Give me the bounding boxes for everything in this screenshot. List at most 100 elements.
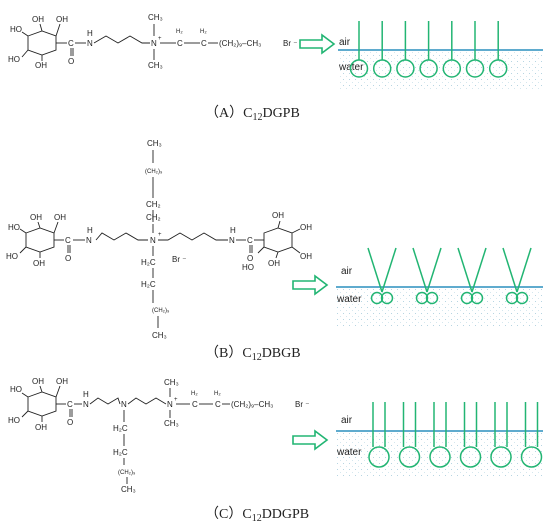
carbon-label: C <box>177 39 183 48</box>
arrow-shape <box>292 429 329 451</box>
panel-c: HO OH OH HO OH C O H N N N + CH₃ CH₃ <box>8 377 543 524</box>
surfactant-molecule <box>396 21 415 78</box>
amide-h-label: H <box>230 226 236 235</box>
water-label: water <box>336 294 362 305</box>
hydroxyl-label: HO <box>10 385 22 394</box>
positive-charge-label: + <box>158 36 162 42</box>
arrow-shape <box>299 33 336 55</box>
head <box>349 59 369 78</box>
head <box>465 59 485 78</box>
amide-nitrogen-label: N <box>86 236 92 245</box>
head <box>459 446 482 468</box>
surfactant-layer <box>368 402 543 468</box>
alkyl-chain-label: (CH₂)₉ <box>152 308 170 314</box>
hydroxyl-label: HO <box>6 252 18 261</box>
panel-caption: （C）C12DDGPB <box>205 506 309 524</box>
hydroxyl-label: HO <box>10 25 22 34</box>
hydroxyl-label: OH <box>35 61 47 70</box>
head <box>396 59 415 78</box>
head <box>370 291 384 305</box>
head <box>442 59 462 78</box>
hydroxyl-label: OH <box>32 377 44 386</box>
water-label: water <box>336 447 362 458</box>
panel-b: CH₃ (CH₂)₉ CH₂ CH₂ N + N H C O <box>6 139 543 363</box>
right-arrow-icon <box>292 274 329 296</box>
methylene-label: H₂C <box>113 448 128 457</box>
surfactant-molecule <box>349 21 369 78</box>
surfactant-molecule <box>368 402 390 468</box>
amide-nitrogen-label: N <box>229 236 235 245</box>
h2-label: H₂ <box>200 29 207 35</box>
hydroxyl-label: OH <box>32 15 44 24</box>
head <box>488 59 508 78</box>
surfactant-molecule <box>502 247 532 305</box>
amide-h-label: H <box>87 226 93 235</box>
methyl-label: CH₃ <box>164 378 179 387</box>
methylene-label: CH₂ <box>146 200 161 209</box>
tail <box>412 247 428 293</box>
positive-charge-label: + <box>174 397 178 403</box>
hydroxyl-label: OH <box>35 423 47 432</box>
air-label: air <box>341 415 353 426</box>
right-arrow-icon <box>292 429 329 451</box>
methyl-label: CH₃ <box>152 331 167 340</box>
structure-b: CH₃ (CH₂)₉ CH₂ CH₂ N + N H C O <box>6 139 312 340</box>
air-label: air <box>339 37 351 48</box>
surfactant-layer <box>349 21 508 78</box>
tail <box>367 247 383 293</box>
surfactant-molecule <box>429 402 451 468</box>
head <box>515 291 529 305</box>
methyl-label: CH₃ <box>148 13 163 22</box>
tail <box>516 247 532 293</box>
surfactant-molecule <box>372 21 392 78</box>
hydroxyl-label: HO <box>242 263 254 272</box>
oxygen-label: O <box>247 254 253 263</box>
carbonyl-carbon-label: C <box>68 39 74 48</box>
hydroxyl-label: OH <box>33 259 45 268</box>
interface-b: air water <box>336 247 543 327</box>
methyl-label: CH₃ <box>164 419 179 428</box>
head <box>368 446 390 468</box>
tail <box>471 247 487 293</box>
alkyl-tail-label: (CH₂)₉–CH₃ <box>231 400 273 409</box>
interface-c: air water <box>336 402 543 476</box>
hydroxyl-label: OH <box>272 211 284 220</box>
panel-caption: （A）C12DGPB <box>205 105 300 123</box>
tail <box>502 247 518 293</box>
methyl-label: CH₃ <box>147 139 162 148</box>
surfactant-molecule <box>398 402 421 468</box>
structure-a: HO OH OH HO OH C O H N N + CH₃ CH₃ H₂ <box>8 13 297 70</box>
carbonyl-carbon-label: C <box>67 400 73 409</box>
head <box>460 291 474 305</box>
counterion-label: Br ⁻ <box>172 255 186 264</box>
head <box>429 446 451 468</box>
carbon-label: C <box>201 39 207 48</box>
methylene-label: H₂C <box>141 280 156 289</box>
panel-caption: （B）C12DBGB <box>205 345 301 363</box>
hydroxyl-label: OH <box>300 223 312 232</box>
oxygen-label: O <box>68 57 74 66</box>
head <box>490 446 512 468</box>
interface-a: air water <box>338 21 543 90</box>
surfactant-molecule <box>457 247 487 305</box>
surfactant-molecule <box>412 247 442 305</box>
amide-h-label: H <box>83 390 89 399</box>
head <box>380 291 394 305</box>
head <box>425 291 439 305</box>
hydroxyl-label: OH <box>56 377 68 386</box>
head <box>372 59 392 78</box>
counterion-label: Br ⁻ <box>283 39 297 48</box>
air-label: air <box>341 266 353 277</box>
hydroxyl-label: OH <box>268 259 280 268</box>
methyl-label: CH₃ <box>148 61 163 70</box>
arrow-shape <box>292 274 329 296</box>
carbonyl-carbon-label: C <box>247 236 253 245</box>
head <box>415 291 429 305</box>
carbon-label: C <box>215 400 221 409</box>
right-arrow-icon <box>299 33 336 55</box>
surfactant-molecule <box>459 402 482 468</box>
counterion-label: Br ⁻ <box>295 400 309 409</box>
quaternary-nitrogen-label: N <box>150 236 156 245</box>
tertiary-nitrogen-label: N <box>121 400 127 409</box>
hydroxyl-label: HO <box>8 223 20 232</box>
